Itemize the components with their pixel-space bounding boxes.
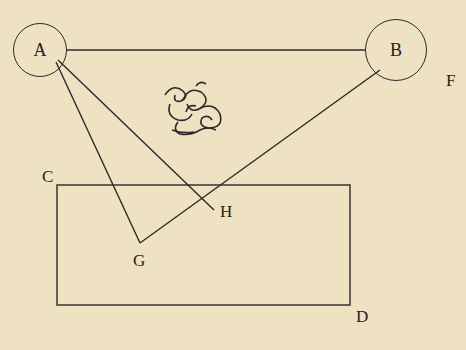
point-label: G	[133, 252, 145, 269]
point-label: C	[42, 168, 53, 185]
fleuron-ornament	[165, 82, 221, 134]
circle-node: A	[13, 23, 67, 77]
line-ag	[56, 62, 140, 243]
circle-node: B	[365, 19, 427, 81]
connector-line	[67, 50, 365, 51]
line-ah	[58, 60, 214, 210]
rectangle-cd	[57, 185, 350, 305]
point-label: F	[446, 72, 455, 89]
point-label: H	[220, 203, 232, 220]
point-letter: B	[390, 41, 402, 59]
line-bg	[140, 70, 380, 243]
point-label: D	[356, 308, 368, 325]
point-letter: A	[34, 41, 47, 59]
